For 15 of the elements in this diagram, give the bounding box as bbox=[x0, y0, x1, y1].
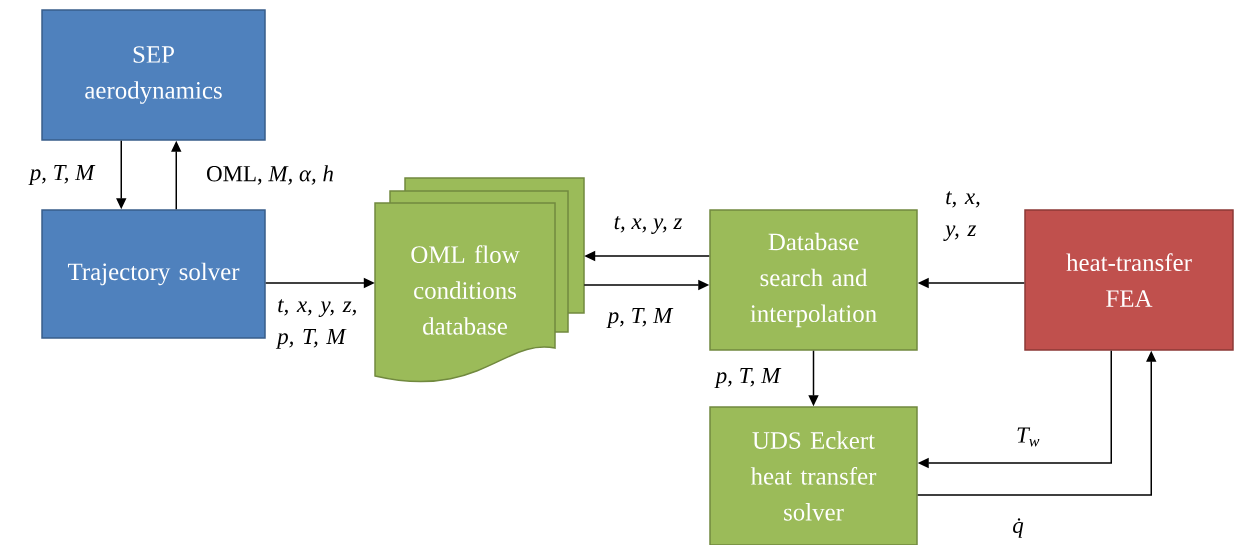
edge-label: p, T, M bbox=[28, 165, 96, 185]
edge-label: t, x, y, z, p, T, M bbox=[275, 299, 356, 349]
edge-label: p, T, M bbox=[606, 308, 674, 328]
edge-label: q̇ bbox=[1013, 518, 1024, 538]
edge-label: p, T, M bbox=[714, 368, 782, 388]
document-stack: OML flow conditions database bbox=[374, 177, 585, 383]
process-box: Trajectory solver bbox=[41, 209, 266, 339]
edge-label: t, x, y, z bbox=[614, 216, 683, 234]
process-box: UDS Eckert heat transfer solver bbox=[709, 406, 918, 545]
process-box: heat-transfer FEA bbox=[1024, 209, 1234, 351]
edge-label: t, x, y, z bbox=[943, 191, 980, 241]
process-box: SEP aerodynamics bbox=[41, 9, 266, 141]
process-box: Database search and interpolation bbox=[709, 209, 918, 351]
edge-label: OML, M, α, h bbox=[207, 165, 333, 185]
edge-label: T$_{w}$ bbox=[1017, 427, 1040, 447]
